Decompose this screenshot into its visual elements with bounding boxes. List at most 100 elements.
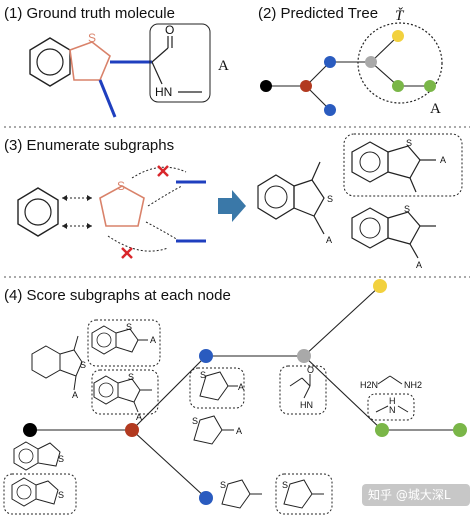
candidate-subgraph: S A — [93, 372, 152, 422]
thiophene-ring — [99, 185, 145, 227]
svg-text:S: S — [327, 194, 333, 204]
candidate-subgraph: S — [282, 479, 324, 509]
tree-node-yellow — [392, 30, 404, 42]
svg-text:S: S — [126, 322, 132, 332]
dotted-curve — [145, 221, 179, 241]
candidate-methylamine: H N — [375, 396, 409, 415]
candidate-subgraph: S — [13, 441, 64, 471]
svg-text:S: S — [200, 370, 206, 380]
selected-candidate-box — [87, 319, 161, 367]
arrowhead — [87, 195, 92, 201]
panel-enumerate: (3) Enumerate subgraphs S — [4, 133, 463, 270]
tree-edge — [370, 35, 399, 63]
svg-text:S: S — [58, 454, 64, 464]
cross-icon — [157, 165, 169, 177]
panel-score-subgraphs: (4) Score subgraphs at each node S A — [3, 279, 467, 515]
candidate-subgraph: S A — [351, 204, 436, 270]
aromatic-circle — [36, 48, 64, 76]
svg-text:A: A — [150, 335, 156, 345]
selected-candidate-box — [343, 133, 463, 197]
panel-1-title: (1) Ground truth molecule — [4, 5, 175, 22]
benzene-ring — [29, 37, 71, 87]
tree-node-black — [260, 80, 272, 92]
tree-symbol: Ť — [395, 7, 405, 24]
selected-candidate-box — [275, 473, 333, 515]
tree-node-blue — [324, 104, 336, 116]
svg-text:S: S — [282, 480, 288, 490]
svg-text:H: H — [389, 396, 396, 406]
subtree-dotted-ellipse — [357, 22, 443, 104]
candidate-subgraph: S A — [91, 322, 156, 355]
svg-text:H2N: H2N — [360, 380, 378, 390]
svg-text:S: S — [80, 360, 86, 370]
selected-candidate-box — [279, 365, 327, 415]
svg-text:S: S — [128, 372, 134, 382]
hn-label: HN — [155, 85, 172, 99]
tree-edge — [131, 429, 207, 499]
candidate-subgraph: S — [11, 477, 64, 507]
tree-node-blue — [324, 56, 336, 68]
svg-text:A: A — [416, 260, 422, 270]
panel-3-title: (3) Enumerate subgraphs — [4, 137, 174, 154]
arrowhead — [87, 223, 92, 229]
tree-node-yellow — [373, 279, 387, 293]
blue-bond-bottom — [98, 79, 117, 118]
benzene-ring — [17, 187, 59, 237]
sulfur-label: S — [117, 179, 125, 193]
watermark: 知乎 @城大深L — [362, 484, 470, 506]
svg-text:N: N — [389, 405, 396, 415]
candidate-subgraph: S A — [31, 335, 86, 400]
cn-bond — [151, 61, 163, 85]
svg-text:A: A — [326, 235, 332, 245]
candidate-subgraph: S A — [257, 161, 333, 245]
tree-node-blue — [199, 349, 213, 363]
panel-2-title: (2) Predicted Tree — [258, 5, 378, 22]
tree-node-gray — [365, 56, 377, 68]
tree-node-blue — [199, 491, 213, 505]
tree-edge — [370, 61, 399, 87]
tree-edge — [303, 285, 381, 357]
svg-text:NH2: NH2 — [404, 380, 422, 390]
svg-text:S: S — [220, 480, 226, 490]
svg-text:A: A — [236, 426, 242, 436]
svg-text:A: A — [136, 412, 142, 422]
panel-predicted-tree: (2) Predicted Tree Ť A — [258, 5, 443, 117]
tree-node-red — [125, 423, 139, 437]
tree-node-gray — [297, 349, 311, 363]
svg-text:S: S — [192, 416, 198, 426]
sulfur-label: S — [88, 31, 96, 45]
svg-text:S: S — [406, 138, 412, 148]
selected-candidate-box — [189, 367, 245, 409]
arrowhead — [62, 223, 67, 229]
selected-candidate-box — [91, 369, 159, 415]
svg-text:A: A — [440, 155, 446, 165]
aromatic-circle — [24, 198, 52, 226]
watermark-text: 知乎 @城大深L — [368, 488, 451, 502]
oxygen-label: O — [165, 23, 174, 37]
tree-node-green — [392, 80, 404, 92]
candidate-subgraph: S A — [192, 415, 242, 445]
dotted-curve — [147, 185, 183, 207]
cross-icon — [121, 247, 133, 259]
selected-candidate-box — [367, 393, 415, 421]
tree-node-black — [23, 423, 37, 437]
svg-text:HN: HN — [300, 400, 313, 410]
arrowhead — [62, 195, 67, 201]
selected-candidate-box — [3, 473, 77, 515]
panel-ground-truth: (1) Ground truth molecule S O HN A — [4, 5, 229, 118]
tree-node-green — [453, 423, 467, 437]
candidate-subgraph: S A — [351, 138, 446, 193]
candidate-subgraph: S — [220, 479, 262, 509]
tree-edge — [303, 355, 383, 431]
thiophene-ring — [69, 41, 111, 81]
candidate-diamine: H2N NH2 — [360, 375, 422, 390]
subtree-label-a: A — [430, 101, 441, 117]
candidate-amide: O HN — [289, 365, 314, 410]
tree-node-green — [424, 80, 436, 92]
panel-4-title: (4) Score subgraphs at each node — [4, 287, 231, 304]
svg-text:A: A — [238, 382, 244, 392]
group-label-a: A — [218, 58, 229, 74]
svg-text:O: O — [307, 365, 314, 375]
amide-group-box — [149, 23, 211, 103]
